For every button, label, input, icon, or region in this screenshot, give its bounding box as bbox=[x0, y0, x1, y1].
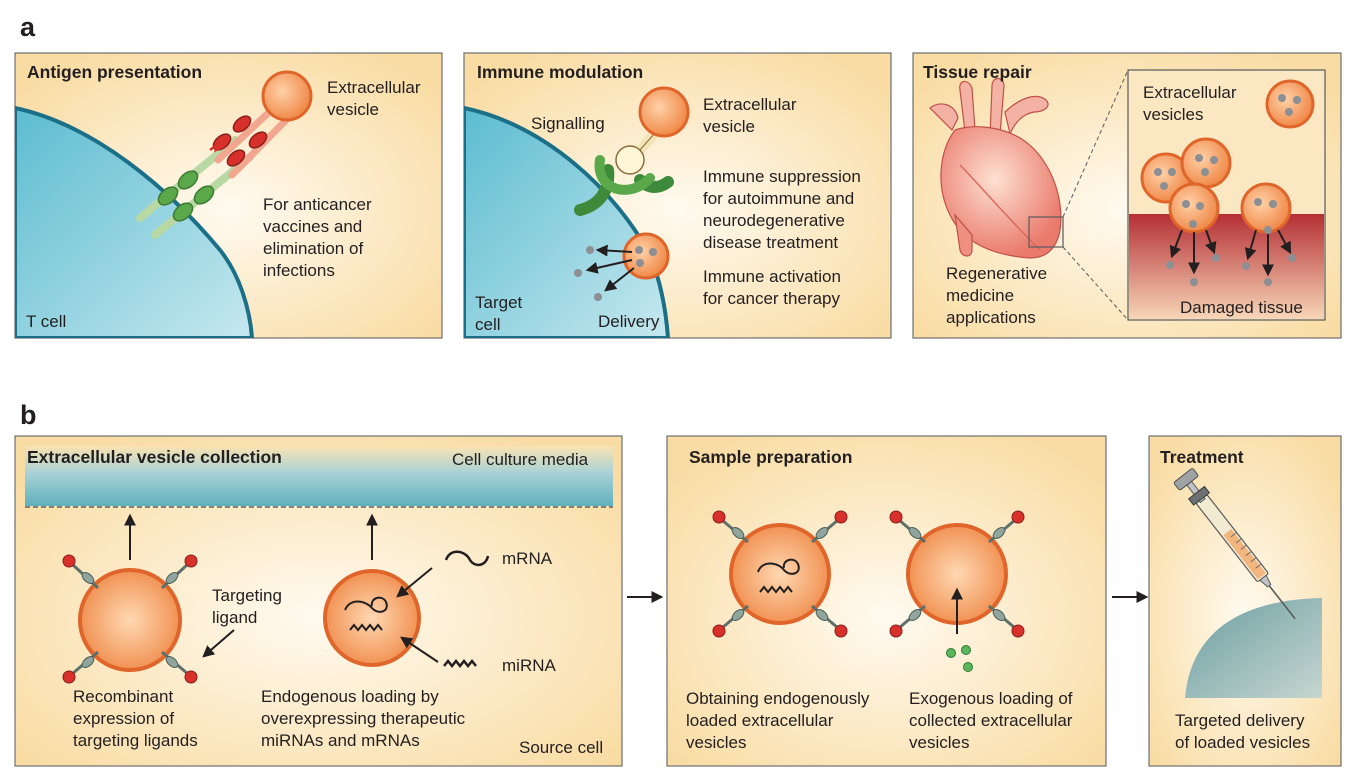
mrna-label: mRNA bbox=[502, 549, 553, 568]
inset-vesicles bbox=[1140, 79, 1315, 234]
delivery-label: Delivery bbox=[598, 312, 660, 331]
damaged-tissue-label: Damaged tissue bbox=[1180, 298, 1303, 317]
tissue-title: Tissue repair bbox=[923, 62, 1032, 82]
endogenous-vesicle-icon bbox=[712, 510, 848, 638]
rna-vesicle-icon bbox=[323, 550, 490, 669]
suppression-3: neurodegenerative bbox=[703, 211, 845, 230]
tissue-cargo-dots bbox=[1166, 254, 1296, 286]
panel-letter-b: b bbox=[20, 400, 37, 430]
endogenous-1: Endogenous loading by bbox=[261, 687, 439, 706]
endogenous-3: miRNAs and mRNAs bbox=[261, 731, 420, 750]
antigen-desc-2: vaccines and bbox=[263, 217, 362, 236]
treatment-title: Treatment bbox=[1160, 447, 1244, 467]
regenerative-1: Regenerative bbox=[946, 264, 1047, 283]
extracellular-vesicle-icon bbox=[261, 70, 313, 122]
immune-vesicle-icon bbox=[638, 86, 690, 138]
t-cell-label: T cell bbox=[26, 312, 66, 331]
immune-vesicle-label-2: vesicle bbox=[703, 117, 755, 136]
antigen-title: Antigen presentation bbox=[27, 62, 202, 82]
immune-modulation-panel: Immune modulation Extracellular vesicle … bbox=[463, 52, 892, 339]
tissue-delivery-arrows bbox=[1169, 229, 1292, 277]
ligand-label-1: Targeting bbox=[212, 586, 282, 605]
obtaining-2: loaded extracellular bbox=[686, 711, 834, 730]
recombinant-2: expression of bbox=[73, 709, 174, 728]
delivery-vesicle-icon bbox=[574, 232, 670, 301]
syringe-icon bbox=[1173, 468, 1296, 620]
mirna-label: miRNA bbox=[502, 656, 556, 675]
target-cell-label-1: Target bbox=[475, 293, 523, 312]
antigen-vesicle-label-1: Extracellular bbox=[327, 78, 421, 97]
suppression-1: Immune suppression bbox=[703, 167, 861, 186]
antigen-vesicle-label-2: vesicle bbox=[327, 100, 379, 119]
regenerative-3: applications bbox=[946, 308, 1036, 327]
immune-title: Immune modulation bbox=[477, 62, 643, 82]
preparation-title: Sample preparation bbox=[689, 447, 852, 467]
sample-preparation-panel: Sample preparation Obtaining endogenousl… bbox=[666, 435, 1107, 767]
signalling-label: Signalling bbox=[531, 114, 605, 133]
treatment-panel: Treatment Targeted delivery of loaded ve… bbox=[1148, 435, 1342, 767]
tissue-repair-panel: Tissue repair Extracellular vesicles Reg… bbox=[912, 52, 1342, 339]
cell-culture-media-band bbox=[25, 446, 613, 506]
antigen-desc-1: For anticancer bbox=[263, 195, 372, 214]
target-cell-label-2: cell bbox=[475, 315, 501, 334]
targeted-2: of loaded vesicles bbox=[1175, 733, 1310, 752]
t-cell-membrane bbox=[15, 105, 255, 338]
exogenous-vesicle-icon bbox=[889, 510, 1025, 672]
exogenous-3: vesicles bbox=[909, 733, 969, 752]
damaged-tissue-area bbox=[1129, 214, 1324, 319]
regenerative-2: medicine bbox=[946, 286, 1014, 305]
ev-collection-panel: Extracellular vesicle collection Cell cu… bbox=[14, 435, 623, 767]
zoom-box bbox=[1028, 216, 1064, 248]
endogenous-2: overexpressing therapeutic bbox=[261, 709, 466, 728]
obtaining-1: Obtaining endogenously bbox=[686, 689, 870, 708]
panel-letter-a: a bbox=[20, 12, 36, 42]
targeted-1: Targeted delivery bbox=[1175, 711, 1305, 730]
ligand-label-2: ligand bbox=[212, 608, 257, 627]
activation-2: for cancer therapy bbox=[703, 289, 841, 308]
tissue-vesicles-label-1: Extracellular bbox=[1143, 83, 1237, 102]
antigen-presentation-panel: Antigen presentation Extracellular vesic… bbox=[14, 52, 443, 339]
media-label: Cell culture media bbox=[452, 450, 589, 469]
exogenous-1: Exogenous loading of bbox=[909, 689, 1073, 708]
suppression-4: disease treatment bbox=[703, 233, 838, 252]
target-tissue-mound bbox=[1185, 598, 1322, 698]
exogenous-2: collected extracellular bbox=[909, 711, 1073, 730]
collection-title: Extracellular vesicle collection bbox=[27, 447, 282, 467]
heart-icon bbox=[929, 77, 1062, 259]
activation-1: Immune activation bbox=[703, 267, 841, 286]
source-cell-label: Source cell bbox=[519, 738, 603, 757]
tissue-vesicles-label-2: vesicles bbox=[1143, 105, 1203, 124]
recombinant-3: targeting ligands bbox=[73, 731, 198, 750]
ligand-vesicle-icon bbox=[62, 554, 235, 684]
immune-vesicle-label-1: Extracellular bbox=[703, 95, 797, 114]
obtaining-3: vesicles bbox=[686, 733, 746, 752]
antigen-desc-4: infections bbox=[263, 261, 335, 280]
recombinant-1: Recombinant bbox=[73, 687, 173, 706]
suppression-2: for autoimmune and bbox=[703, 189, 854, 208]
antigen-desc-3: elimination of bbox=[263, 239, 363, 258]
